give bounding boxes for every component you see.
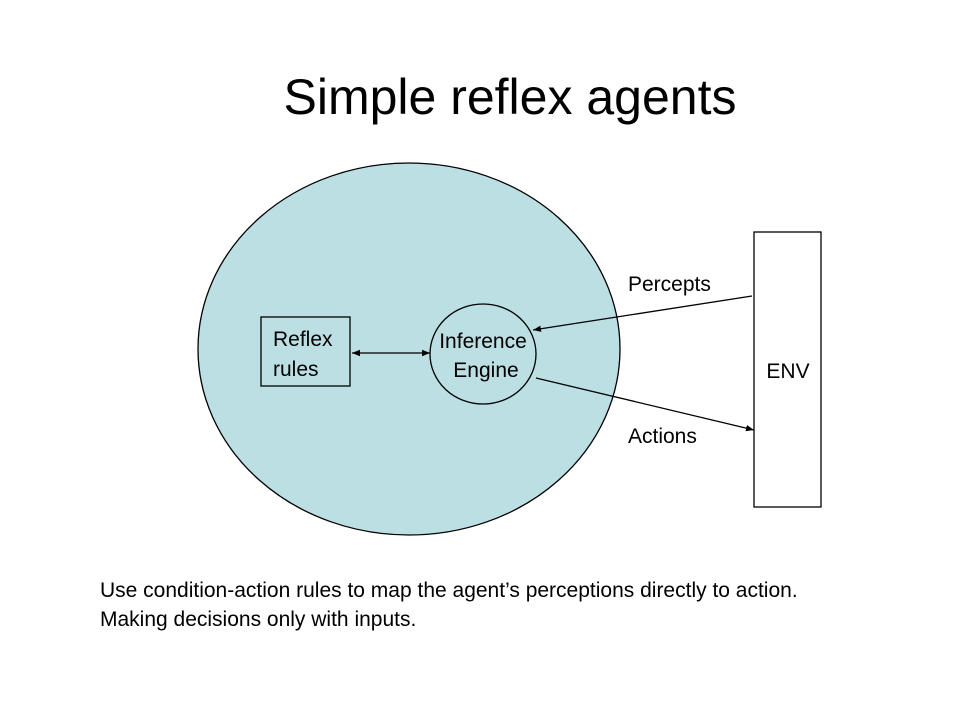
caption-line-2: Making decisions only with inputs. bbox=[100, 608, 417, 631]
percepts-label: Percepts bbox=[628, 273, 711, 296]
environment-box bbox=[753, 231, 822, 508]
actions-arrow bbox=[535, 377, 755, 432]
inference-engine-label-line2: Engine bbox=[453, 359, 518, 382]
reflex-rules-label-line2: rules bbox=[273, 358, 319, 381]
inference-engine-label-line1: Inference bbox=[439, 330, 527, 353]
reflex-rules-label-line1: Reflex bbox=[273, 328, 333, 351]
inference-engine-circle bbox=[429, 303, 537, 405]
caption-line-1: Use condition-action rules to map the ag… bbox=[100, 579, 798, 602]
actions-label: Actions bbox=[628, 425, 697, 448]
caption: Use condition-action rules to map the ag… bbox=[100, 576, 940, 634]
percepts-arrow bbox=[532, 295, 753, 332]
environment-label: ENV bbox=[766, 360, 809, 383]
slide-title: Simple reflex agents bbox=[283, 69, 737, 125]
reflex-rules-box bbox=[260, 316, 351, 387]
agent-ellipse bbox=[197, 162, 621, 536]
